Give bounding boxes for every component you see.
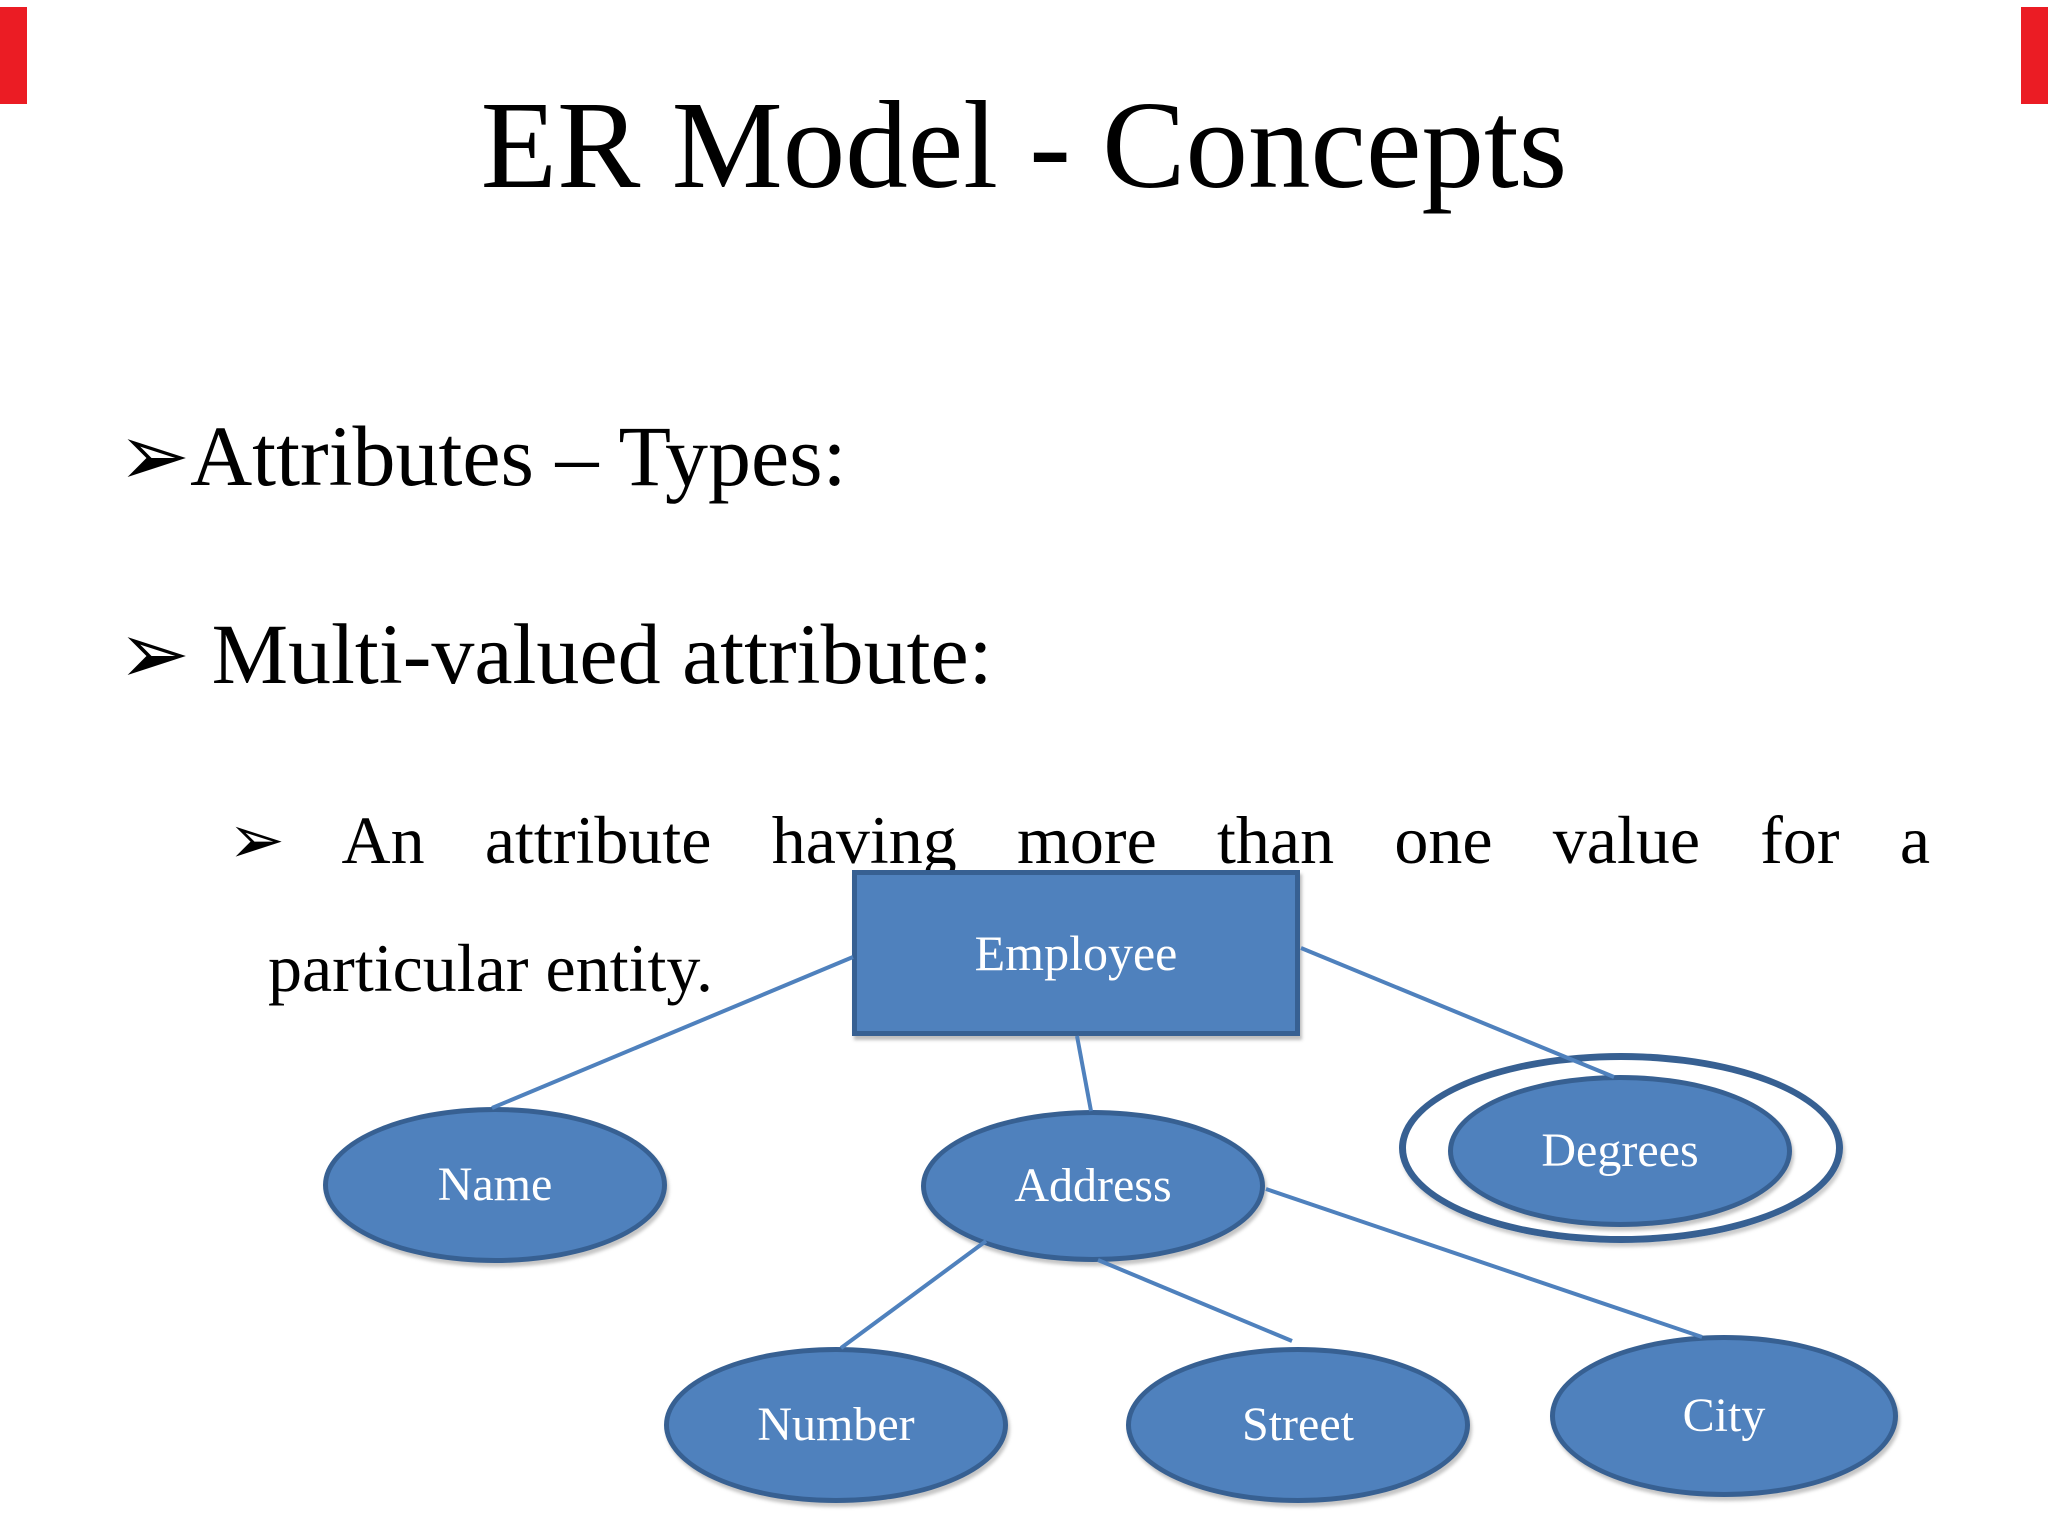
slide-title: ER Model - Concepts xyxy=(480,77,1568,215)
attribute-number: Number xyxy=(664,1347,1008,1503)
attribute-name-label: Name xyxy=(437,1158,553,1211)
attribute-city: City xyxy=(1550,1335,1898,1497)
attribute-address: Address xyxy=(921,1110,1265,1262)
edge-address-street xyxy=(1097,1258,1293,1343)
bullet-definition-line1: ➢ An attribute having more than one valu… xyxy=(228,806,1930,874)
bullet-text: Attributes – Types: xyxy=(190,408,847,504)
bullet-multi-valued-attribute: ➢ Multi-valued attribute: xyxy=(118,611,993,697)
arrow-bullet-icon: ➢ xyxy=(228,802,285,878)
edge-address-number xyxy=(839,1239,988,1350)
attribute-number-label: Number xyxy=(757,1398,915,1451)
arrow-bullet-icon: ➢ xyxy=(118,606,191,702)
attribute-name: Name xyxy=(323,1107,667,1263)
attribute-degrees-label: Degrees xyxy=(1541,1124,1699,1177)
entity-employee: Employee xyxy=(852,870,1300,1036)
red-corner-marker-left xyxy=(0,7,27,104)
attribute-address-label: Address xyxy=(1014,1159,1172,1212)
edge-employee-address xyxy=(1075,1035,1093,1112)
bullet-text: An attribute having more than one value … xyxy=(341,802,1931,878)
bullet-attributes-types: ➢Attributes – Types: xyxy=(118,413,847,499)
attribute-city-label: City xyxy=(1682,1389,1766,1442)
attribute-street: Street xyxy=(1126,1347,1470,1503)
attribute-degrees: Degrees xyxy=(1448,1075,1792,1227)
attribute-street-label: Street xyxy=(1242,1398,1354,1451)
bullet-text: Multi-valued attribute: xyxy=(211,606,993,702)
entity-employee-label: Employee xyxy=(974,925,1178,981)
bullet-definition-line2: particular entity. xyxy=(268,930,713,1006)
arrow-bullet-icon: ➢ xyxy=(118,408,191,504)
red-corner-marker-right xyxy=(2021,7,2048,104)
